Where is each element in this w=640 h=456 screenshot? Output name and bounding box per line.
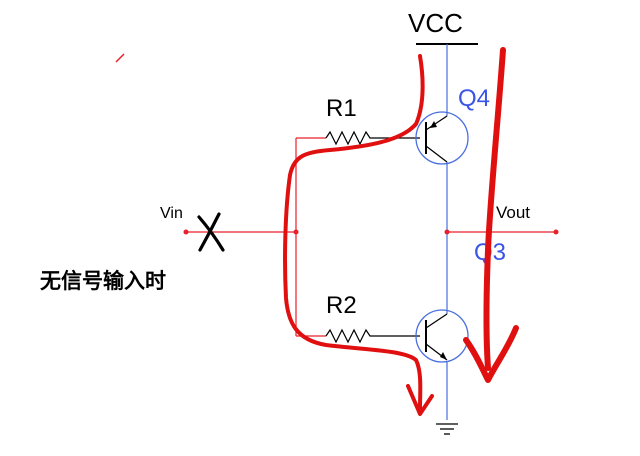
output-junction — [444, 229, 450, 235]
x-mark-icon — [197, 212, 225, 252]
big-arrow-shaft — [483, 47, 506, 371]
ground-symbol-icon — [436, 423, 458, 435]
r2-resistor-icon — [325, 328, 420, 344]
q4-label: Q4 — [458, 85, 490, 112]
big-arrow-head-icon — [463, 325, 519, 383]
vin-label: Vin — [160, 205, 183, 222]
vin-terminal — [183, 229, 189, 235]
vout-label: Vout — [496, 203, 530, 222]
q4-transistor-icon — [415, 111, 469, 165]
q3-transistor-icon — [415, 309, 469, 363]
vcc-label: VCC — [408, 8, 463, 38]
current-path-annotation — [283, 54, 425, 410]
r2-label: R2 — [326, 292, 357, 319]
stray-mark — [115, 53, 125, 63]
left-arrow-head-icon — [406, 384, 434, 416]
caption-text: 无信号输入时 — [40, 269, 166, 293]
r1-label: R1 — [326, 95, 357, 122]
r1-resistor-icon — [325, 130, 420, 146]
vout-terminal — [553, 229, 559, 235]
